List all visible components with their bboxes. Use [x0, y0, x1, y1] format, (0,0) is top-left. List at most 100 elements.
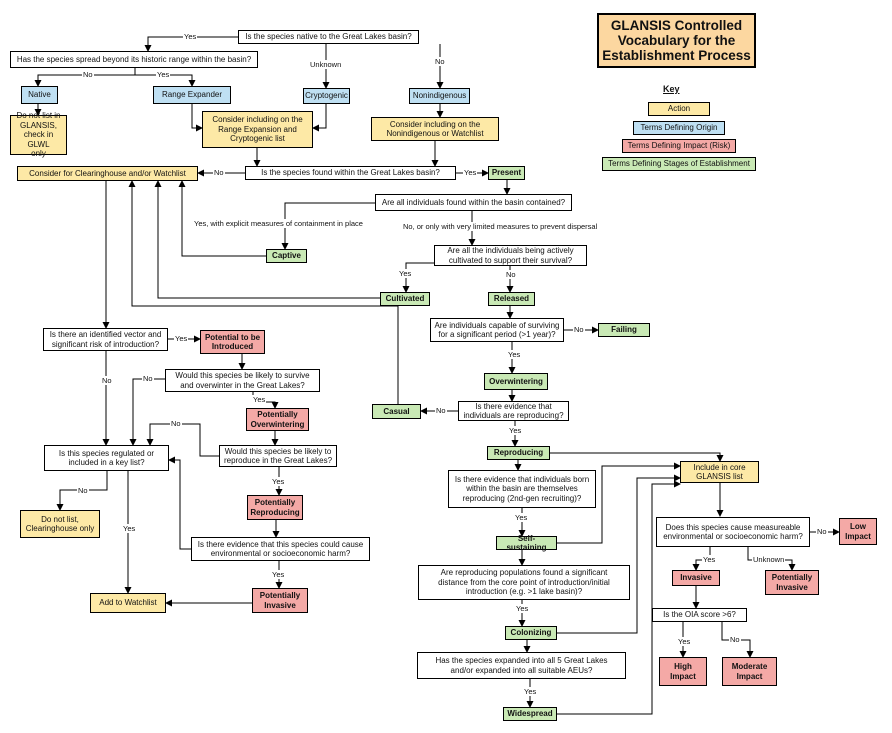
origin-range-expander: Range Expander: [153, 86, 231, 104]
label-spread-no: No: [82, 70, 94, 79]
stage-captive: Captive: [266, 249, 307, 263]
action-nonind-list: Consider including on the Nonindigenous …: [371, 117, 499, 141]
label-distance-yes: Yes: [515, 604, 530, 613]
impact-potentially-overwintering: Potentially Overwintering: [246, 408, 309, 431]
q-regulated: Is this species regulated or included in…: [44, 445, 169, 471]
label-reproduceq-yes: Yes: [271, 477, 286, 486]
action-core-list: Include in core GLANSIS list: [680, 461, 759, 483]
q-second-gen: Is there evidence that individuals born …: [448, 470, 596, 508]
impact-moderate: Moderate Impact: [722, 657, 777, 686]
edge-repro-to-core: [550, 452, 724, 462]
q-reproducing: Is there evidence that individuals are r…: [458, 401, 569, 421]
label-oia-no: No: [729, 635, 741, 644]
edge-captive-to-ch: [178, 180, 266, 257]
label-oia-yes: Yes: [677, 637, 692, 646]
stage-overwintering: Overwintering: [484, 373, 548, 390]
label-expanded-yes: Yes: [523, 687, 538, 696]
impact-potentially-invasive-a: Potentially Invasive: [252, 588, 308, 613]
impact-invasive: Invasive: [672, 570, 720, 586]
edge-overwinterq-no: [129, 378, 165, 446]
impact-potential-introduced: Potential to be Introduced: [200, 330, 265, 354]
q-overwinter: Would this species be likely to survive …: [165, 369, 320, 392]
label-harm-unknown: Unknown: [752, 555, 786, 564]
edge-cultivated-yes: [402, 262, 434, 293]
q-found: Is the species found within the Great La…: [245, 166, 456, 180]
chart-title: GLANSIS Controlled Vocabulary for the Es…: [597, 13, 756, 68]
q-contained: Are all individuals found within the bas…: [375, 194, 572, 211]
label-contained-no: No, or only with very limited measures t…: [402, 222, 599, 231]
label-harm-no: No: [816, 527, 828, 536]
label-reproduceq-no: No: [170, 419, 182, 428]
edge-native-yes: [144, 36, 238, 52]
label-secondgen-yes: Yes: [514, 513, 529, 522]
label-reproq-no: No: [435, 406, 447, 415]
stage-colonizing: Colonizing: [505, 626, 557, 640]
key-impact: Terms Defining Impact (Risk): [622, 139, 736, 153]
q-vector: Is there an identified vector and signif…: [43, 328, 168, 351]
edge-contained-yes: [281, 202, 375, 250]
label-contained-yes: Yes, with explicit measures of containme…: [193, 219, 364, 228]
stage-self-sustaining: Self-sustaining: [496, 534, 557, 552]
key-origin: Terms Defining Origin: [633, 121, 725, 135]
key-stages: Terms Defining Stages of Establishment: [602, 157, 756, 171]
q-native: Is the species native to the Great Lakes…: [238, 30, 419, 44]
stage-casual: Casual: [372, 404, 421, 419]
label-overwinterq-yes: Yes: [252, 395, 267, 404]
label-cultivated-yes: Yes: [398, 269, 413, 278]
label-harmpot-yes: Yes: [271, 570, 286, 579]
origin-cryptogenic: Cryptogenic: [303, 88, 350, 104]
stage-cultivated: Cultivated: [380, 292, 430, 306]
edge-cultivatedstage-to-ch: [154, 180, 380, 299]
edge-range-to-list: [191, 104, 203, 132]
label-regulated-no: No: [77, 486, 89, 495]
q-harm-potential: Is there evidence that this species coul…: [191, 537, 370, 561]
q-cultivated: Are all the individuals being actively c…: [434, 245, 587, 266]
label-found-yes: Yes: [463, 168, 478, 177]
edge-spread-yes: [135, 74, 196, 87]
label-vector-yes: Yes: [174, 334, 189, 343]
q-distance: Are reproducing populations found a sign…: [418, 565, 630, 600]
edge-harmpot-no: [168, 456, 191, 550]
label-native-yes: Yes: [183, 32, 198, 41]
edge-reproduceq-no: [146, 423, 219, 457]
edge-crypto-to-list: [312, 104, 327, 132]
key-heading: Key: [663, 84, 680, 94]
label-spread-yes: Yes: [156, 70, 171, 79]
stage-present: Present: [488, 166, 525, 180]
stage-reproducing: Reproducing: [487, 446, 550, 460]
label-native-no: No: [434, 57, 446, 66]
q-reproduce: Would this species be likely to reproduc…: [219, 445, 337, 467]
origin-native: Native: [21, 86, 58, 104]
impact-high: High Impact: [659, 657, 707, 686]
label-found-no: No: [213, 168, 225, 177]
label-regulated-yes: Yes: [122, 524, 137, 533]
q-oia: Is the OIA score >6?: [652, 608, 747, 622]
stage-widespread: Widespread: [503, 707, 557, 721]
q-surviving: Are individuals capable of surviving for…: [430, 318, 564, 342]
label-native-unknown: Unknown: [309, 60, 343, 69]
action-do-not-list-clearinghouse: Do not list, Clearinghouse only: [20, 510, 100, 538]
q-expanded: Has the species expanded into all 5 Grea…: [417, 652, 626, 679]
stage-failing: Failing: [598, 323, 650, 337]
q-spread: Has the species spread beyond its histor…: [10, 51, 258, 68]
action-clearinghouse: Consider for Clearinghouse and/or Watchl…: [17, 166, 198, 181]
label-reproq-yes: Yes: [508, 426, 523, 435]
edge-widespread-to-core: [557, 480, 681, 715]
action-add-to-watchlist: Add to Watchlist: [90, 593, 166, 613]
impact-potentially-reproducing: Potentially Reproducing: [247, 495, 303, 520]
origin-nonindigenous: Nonindigenous: [409, 88, 470, 104]
edge-colonizing-to-core: [557, 474, 681, 634]
key-action: Action: [648, 102, 710, 116]
label-surviving-yes: Yes: [507, 350, 522, 359]
label-surviving-no: No: [573, 325, 585, 334]
q-harm: Does this species cause measureable envi…: [656, 517, 810, 547]
action-do-not-list-glwl: Do not list in GLANSIS, check in GLWL on…: [10, 111, 67, 158]
label-cultivated-no: No: [505, 270, 517, 279]
impact-low: Low Impact: [839, 518, 877, 545]
impact-potentially-invasive-b: Potentially Invasive: [765, 570, 819, 595]
edge-selfsust-to-core: [557, 462, 681, 544]
stage-released: Released: [488, 292, 535, 306]
edge-casual-to-ch: [128, 180, 399, 404]
